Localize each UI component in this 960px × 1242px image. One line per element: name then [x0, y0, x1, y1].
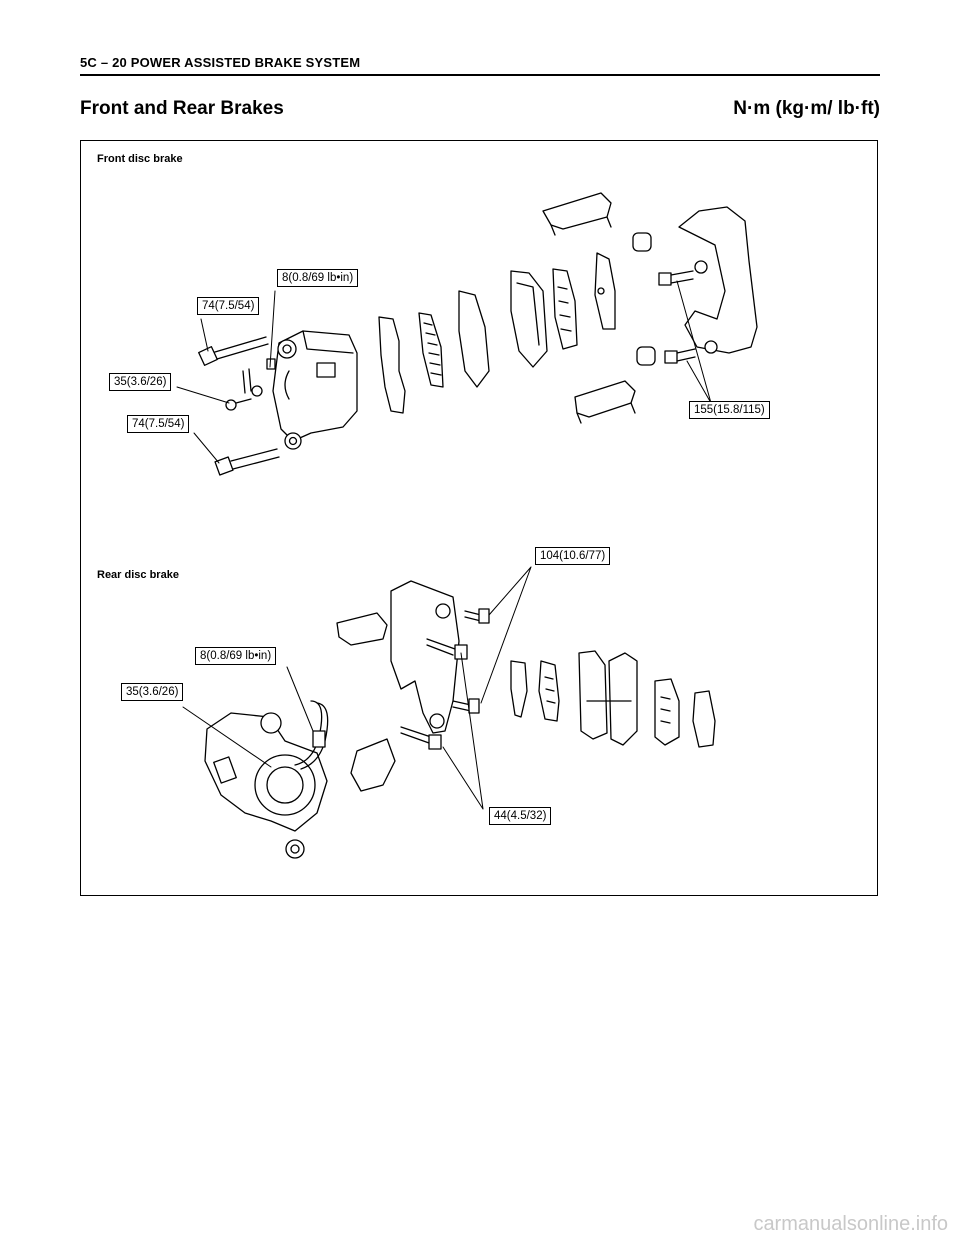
front-guide-bolt-upper-torque: 74(7.5/54) — [197, 297, 260, 315]
front-boots — [632, 232, 656, 366]
rear-bleeder-torque: 8(0.8/69 lb•in) — [195, 647, 277, 665]
front-caliper — [272, 330, 358, 450]
rear-cable-and-hose — [294, 700, 329, 770]
front-shims-and-pads — [378, 252, 616, 414]
rear-shims-and-pads — [510, 650, 716, 748]
rear-disc-brake-label: Rear disc brake — [97, 569, 179, 581]
front-pad-clips — [542, 192, 636, 424]
front-bleeder-torque: 8(0.8/69 lb•in) — [277, 269, 359, 287]
front-guide-bolt-upper — [198, 336, 269, 366]
front-guide-bolt-lower — [214, 448, 280, 476]
front-guide-bolt-lower-torque: 74(7.5/54) — [127, 415, 190, 433]
header-title: 5C – 20 POWER ASSISTED BRAKE SYSTEM — [80, 55, 361, 70]
front-leader-lines — [176, 280, 712, 464]
rear-guide-bolt-torque: 44(4.5/32) — [489, 807, 552, 825]
brake-illustration — [176, 192, 758, 859]
rear-hose-bolt-torque: 35(3.6/26) — [121, 683, 184, 701]
front-bracket-bolt-torque: 155(15.8/115) — [689, 401, 770, 419]
rear-pad-clips — [336, 612, 396, 792]
rear-bracket-bolt-torque: 104(10.6/77) — [535, 547, 611, 565]
front-hose-bolt — [225, 368, 263, 411]
rear-leader-lines — [182, 566, 532, 810]
section-title: Front and Rear Brakes — [80, 98, 284, 119]
watermark: carmanualsonline.info — [753, 1213, 948, 1235]
front-bracket-bolts — [658, 270, 696, 364]
front-disc-brake-label: Front disc brake — [97, 153, 183, 165]
front-bleeder — [266, 358, 276, 370]
exploded-view-figure: Front disc brake 8(0.8/69 lb•in) 74(7.5/… — [80, 140, 878, 896]
rear-support-bracket — [390, 580, 460, 734]
torque-units: N·m (kg·m/ lb·ft) — [733, 98, 880, 119]
front-support-bracket — [678, 206, 758, 354]
rear-bolts — [400, 608, 490, 750]
front-hose-bolt-torque: 35(3.6/26) — [109, 373, 172, 391]
page-header: 5C – 20 POWER ASSISTED BRAKE SYSTEM — [80, 52, 880, 76]
